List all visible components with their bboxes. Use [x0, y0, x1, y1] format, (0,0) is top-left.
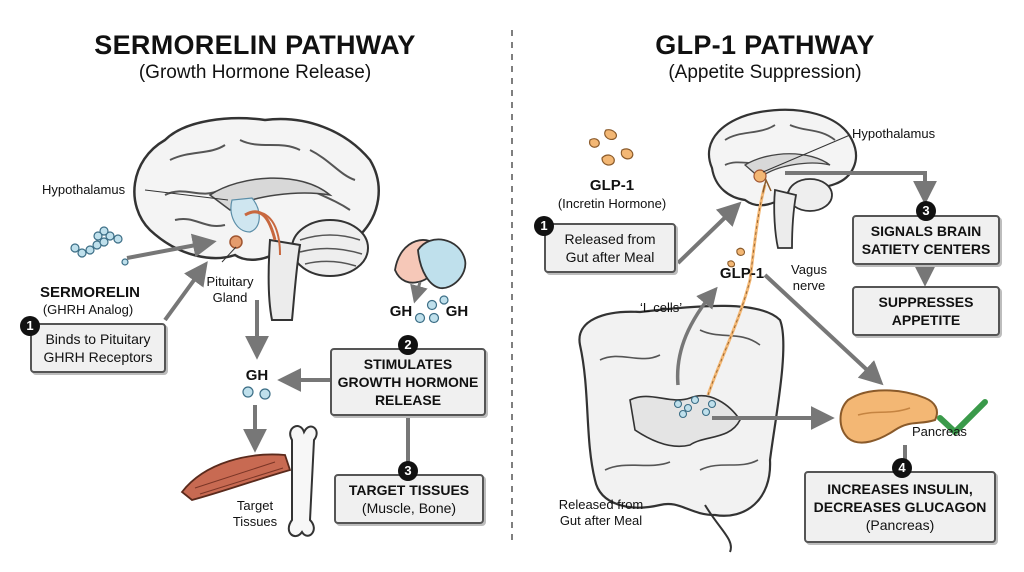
pancreas-label: Pancreas: [912, 424, 967, 439]
step4-box: INCREASES INSULIN,DECREASES GLUCAGON(Pan…: [804, 471, 996, 543]
step1-badge-right: 1: [534, 216, 554, 236]
step3-box-left: TARGET TISSUES(Muscle, Bone): [334, 474, 484, 524]
hypothalamus-label-left: Hypothalamus: [42, 182, 126, 197]
right-subtitle: (Appetite Suppression): [668, 62, 862, 83]
step1-badge-left: 1: [20, 316, 40, 336]
step2-badge: 2: [398, 335, 418, 355]
brain-icon-left: [133, 116, 380, 321]
sermorelin-sublabel: (GHRH Analog): [42, 302, 134, 317]
left-subtitle: (Growth Hormone Release): [138, 62, 372, 83]
glp1-label: GLP-1: [589, 177, 635, 194]
right-title: GLP-1 PATHWAY: [655, 30, 875, 60]
pituitary-zoom-icon: [394, 238, 467, 324]
check-icon: [937, 399, 988, 437]
left-title: SERMORELIN PATHWAY: [94, 30, 416, 60]
muscle-icon: [180, 453, 292, 501]
pancreas-icon: [839, 389, 938, 444]
sermorelin-label: SERMORELIN: [40, 284, 141, 301]
hypothalamus-label-right: Hypothalamus: [852, 126, 936, 141]
step3-badge-right: 3: [916, 201, 936, 221]
step3-badge-left: 3: [398, 461, 418, 481]
gh-label-main: GH: [245, 367, 269, 384]
glp1-sublabel: (Incretin Hormone): [557, 196, 667, 211]
step4-badge: 4: [892, 458, 912, 478]
bone-icon: [287, 425, 318, 538]
gh-label-right: GH: [445, 303, 469, 320]
lcells-label: ‘L cells’: [640, 300, 683, 315]
sermorelin-molecule-icon: [70, 226, 129, 266]
gh-label-left: GH: [389, 303, 413, 320]
glp1-mid-label: GLP-1: [719, 265, 765, 282]
glp1-molecule-icon: [589, 129, 634, 166]
brain-icon-right: [707, 108, 858, 249]
